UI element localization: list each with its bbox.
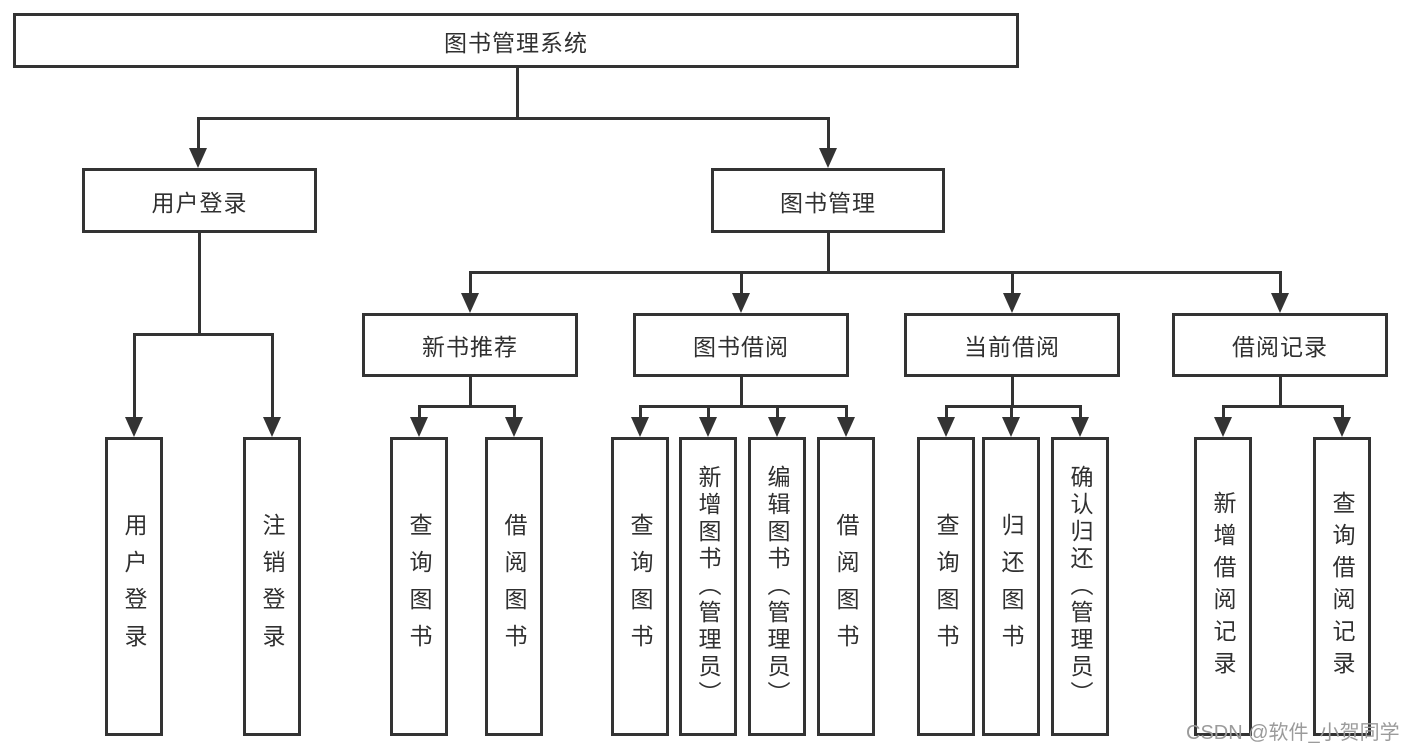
node-borrowing-records: 借阅记录 <box>1172 313 1388 377</box>
connector-drop <box>1341 405 1344 419</box>
arrowhead-leaf <box>505 417 523 437</box>
arrowhead-leaf <box>837 417 855 437</box>
arrowhead-leaf <box>699 417 717 437</box>
connector-user-login-stub <box>198 231 201 335</box>
node-book-management: 图书管理 <box>711 168 945 233</box>
connector-new-book-bus <box>418 405 516 408</box>
connector-current-borrow-stub <box>1011 375 1014 408</box>
connector-root-stub <box>516 66 519 119</box>
connector-book-borrow-bus <box>639 405 848 408</box>
node-user-login: 用户登录 <box>82 168 317 233</box>
connector-drop <box>845 405 848 419</box>
leaf-query-books-recommend: 查询图书 <box>390 437 448 736</box>
leaf-query-books-borrow: 查询图书 <box>611 437 669 736</box>
leaf-add-borrow-record: 新增借阅记录 <box>1194 437 1252 736</box>
arrowhead-new-book <box>461 293 479 313</box>
connector-root-bus <box>197 117 830 120</box>
connector-drop <box>1079 405 1082 419</box>
arrowhead-user-login <box>189 148 207 168</box>
leaf-edit-books-admin: 编辑图书（管理员） <box>748 437 806 736</box>
connector-drop <box>776 405 779 419</box>
leaf-confirm-return-admin: 确认归还（管理员） <box>1051 437 1109 736</box>
csdn-watermark: CSDN @软件_小贺同学 <box>1186 722 1400 744</box>
connector-drop <box>513 405 516 419</box>
connector-drop <box>418 405 421 419</box>
leaf-user-login: 用户登录 <box>105 437 163 736</box>
leaf-query-borrow-record: 查询借阅记录 <box>1313 437 1371 736</box>
connector-book-management-stub <box>827 231 830 273</box>
connector-borrow-records-stub <box>1279 375 1282 408</box>
arrowhead-leaf <box>1333 417 1351 437</box>
connector-drop <box>639 405 642 419</box>
connector-drop <box>1222 405 1225 419</box>
connector-drop <box>133 333 136 418</box>
arrowhead-leaf <box>937 417 955 437</box>
connector-book-borrow-stub <box>740 375 743 408</box>
arrowhead-leaf <box>1071 417 1089 437</box>
connector-current-borrow-bus <box>945 405 1082 408</box>
connector-drop <box>707 405 710 419</box>
arrowhead-book-borrow <box>732 293 750 313</box>
leaf-add-books-admin: 新增图书（管理员） <box>679 437 737 736</box>
leaf-query-books-current: 查询图书 <box>917 437 975 736</box>
node-current-borrowing: 当前借阅 <box>904 313 1120 377</box>
connector-book-management-bus <box>469 271 1282 274</box>
arrowhead-leaf <box>1214 417 1232 437</box>
arrowhead-leaf <box>125 417 143 437</box>
connector-borrow-records-bus <box>1222 405 1344 408</box>
leaf-borrow-books-recommend: 借阅图书 <box>485 437 543 736</box>
connector-drop <box>1011 271 1014 295</box>
connector-root-left-drop <box>197 117 200 150</box>
connector-drop <box>469 271 472 295</box>
node-book-borrowing: 图书借阅 <box>633 313 849 377</box>
arrowhead-leaf <box>1002 417 1020 437</box>
arrowhead-leaf <box>410 417 428 437</box>
connector-root-right-drop <box>827 117 830 150</box>
node-new-book-recommendation: 新书推荐 <box>362 313 578 377</box>
leaf-return-books: 归还图书 <box>982 437 1040 736</box>
arrowhead-leaf <box>631 417 649 437</box>
arrowhead-current-borrow <box>1003 293 1021 313</box>
arrowhead-book-management <box>819 148 837 168</box>
arrowhead-leaf <box>263 417 281 437</box>
connector-new-book-stub <box>469 375 472 408</box>
node-root-book-management-system: 图书管理系统 <box>13 13 1019 68</box>
connector-drop <box>1010 405 1013 419</box>
leaf-borrow-books: 借阅图书 <box>817 437 875 736</box>
connector-drop <box>945 405 948 419</box>
connector-drop <box>271 333 274 418</box>
connector-user-login-bus <box>133 333 274 336</box>
connector-drop <box>740 271 743 295</box>
arrowhead-borrow-records <box>1271 293 1289 313</box>
leaf-logout: 注销登录 <box>243 437 301 736</box>
arrowhead-leaf <box>768 417 786 437</box>
connector-drop <box>1279 271 1282 295</box>
